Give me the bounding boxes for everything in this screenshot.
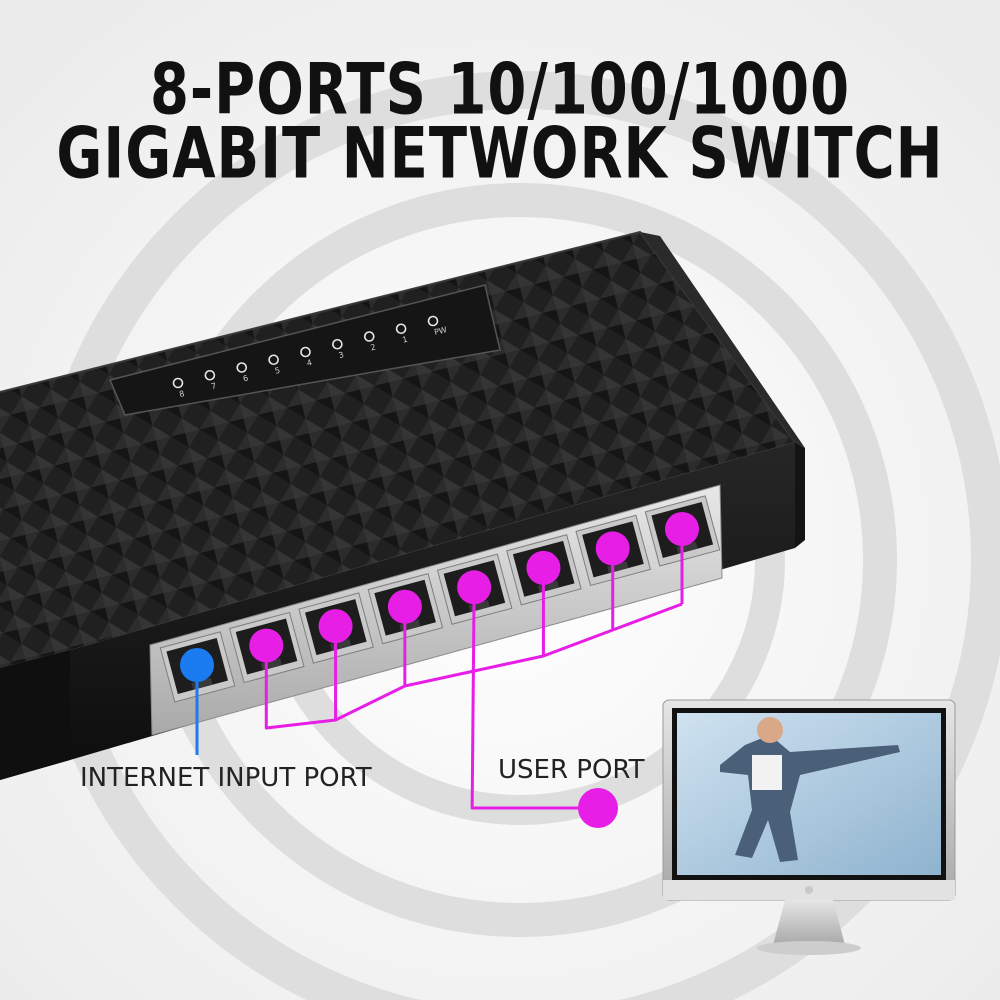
user-port-marker	[249, 628, 284, 663]
led-indicator	[300, 346, 311, 358]
led-indicator	[172, 377, 184, 389]
led-indicator	[395, 323, 407, 335]
led-indicator	[236, 362, 248, 373]
desktop-monitor-icon	[662, 699, 956, 955]
led-label: 5	[274, 366, 281, 376]
led-label: 1	[401, 335, 408, 345]
user-port-marker	[526, 550, 561, 585]
led-indicator	[427, 315, 439, 327]
user-port-marker	[595, 531, 630, 566]
led-label: 8	[178, 389, 185, 399]
led-label: 7	[210, 381, 217, 391]
led-indicator	[363, 331, 375, 342]
led-indicator	[332, 338, 343, 350]
led-label: 4	[306, 358, 313, 368]
led-label: 2	[370, 342, 377, 352]
led-indicator	[268, 354, 279, 366]
led-label: 6	[242, 373, 249, 383]
led-indicator	[204, 369, 216, 381]
headline-line-1: 8-PORTS 10/100/1000	[149, 49, 851, 132]
user-port-connector-line	[470, 587, 598, 810]
user-port-dot	[578, 788, 618, 828]
user-port-marker	[387, 589, 422, 624]
internet-port-dot	[180, 648, 214, 682]
user-port-label: USER PORT	[498, 755, 645, 785]
headline-line-2: GIGABIT NETWORK SWITCH	[56, 113, 944, 196]
led-panel	[108, 284, 501, 416]
user-port-marker	[318, 609, 353, 644]
led-label: 3	[338, 350, 345, 360]
led-label: PW	[433, 325, 448, 337]
user-port-marker	[457, 570, 492, 605]
user-port-marker	[665, 512, 699, 546]
monitor-screen-image	[720, 717, 900, 862]
internet-port-label: INTERNET INPUT PORT	[80, 763, 372, 793]
